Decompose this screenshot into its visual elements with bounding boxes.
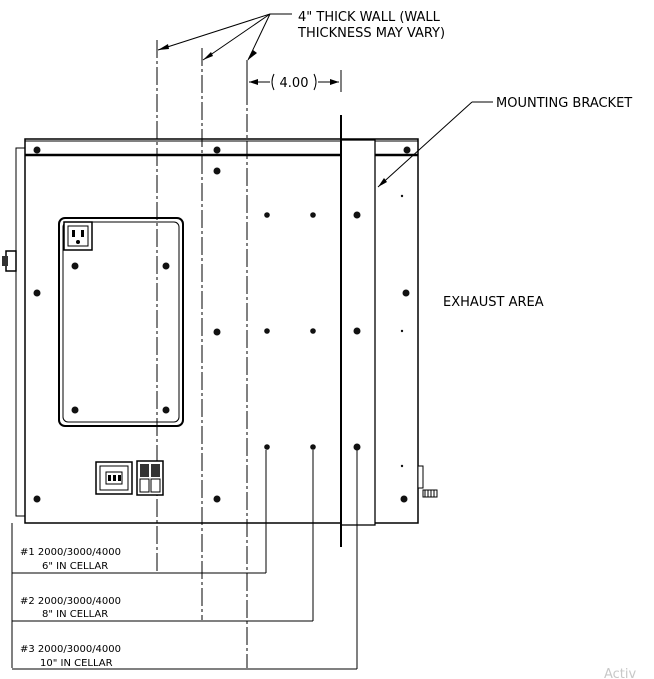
dimension-4-00: 4.00 [246, 70, 342, 92]
power-inlet-icon [95, 461, 133, 495]
exhaust-area-label: EXHAUST AREA [443, 295, 544, 310]
note-2-line1: #2 2000/3000/4000 [20, 596, 121, 607]
screw-holes [33, 146, 411, 503]
switch-icon [136, 460, 164, 496]
dimension-value: 4.00 [280, 76, 309, 91]
note-3-line2: 10" IN CELLAR [40, 658, 113, 669]
wall-callout-line1: 4" THICK WALL (WALL [298, 10, 441, 25]
note-leader-lines [11, 450, 358, 670]
note-1-line2: 6" IN CELLAR [42, 561, 108, 572]
wall-leader-lines [157, 13, 292, 61]
outlet-icon [63, 221, 93, 251]
note-1-line1: #1 2000/3000/4000 [20, 547, 121, 558]
activation-watermark: Activ [604, 667, 637, 679]
wall-centerlines [156, 40, 248, 668]
cooling-unit-body [2, 138, 438, 524]
control-panel [58, 217, 184, 427]
wall-callout-line2: THICKNESS MAY VARY) [297, 26, 445, 41]
mounting-bracket-label: MOUNTING BRACKET [496, 96, 632, 111]
note-2-line2: 8" IN CELLAR [42, 609, 108, 620]
note-3-line1: #3 2000/3000/4000 [20, 644, 121, 655]
mounting-bracket-leader [377, 101, 493, 188]
